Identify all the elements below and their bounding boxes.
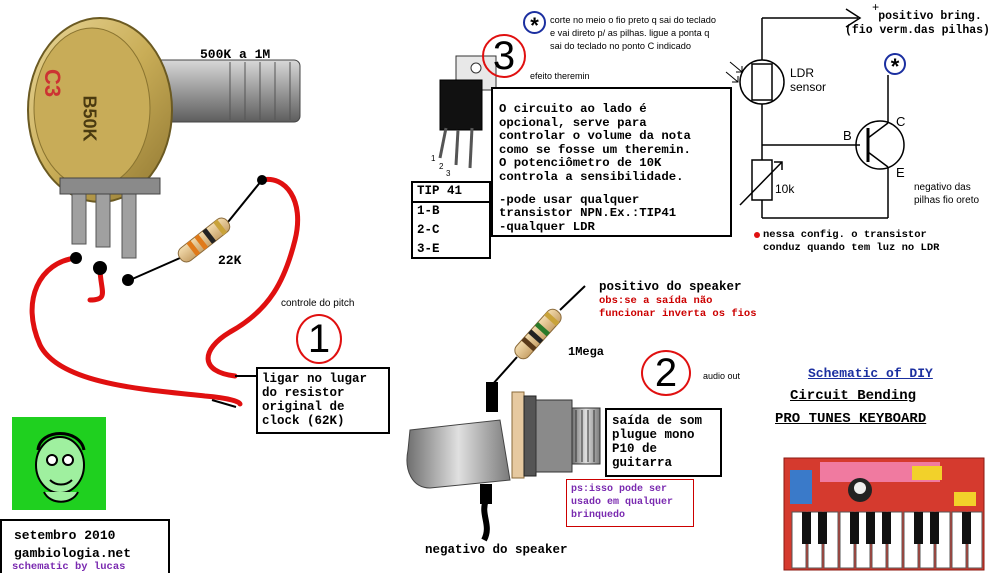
tip41-title: TIP 41 <box>413 183 489 203</box>
title-line-3: PRO TUNES KEYBOARD <box>775 411 927 427</box>
pot-10k-label: 10k <box>775 182 795 196</box>
positive-battery-line: positivo bring. <box>878 10 982 23</box>
pitch-note-box: ligar no lugar do resistor original de c… <box>256 367 390 434</box>
theremin-note-line: corte no meio o fio preto q sai do tecla… <box>550 15 716 25</box>
audio-jack-drawing <box>406 285 601 542</box>
ldr-label-line: sensor <box>790 80 827 94</box>
audio-out-box: saída de som plugue mono P10 de guitarra <box>605 408 722 477</box>
ps-note-line: usado em qualquer <box>571 497 674 508</box>
theremin-box-line: como se fosse um theremin. <box>499 142 691 157</box>
transistor-emitter-label: E <box>896 165 905 180</box>
star-marker-icon: * <box>523 11 546 36</box>
tip41-pin-2: 2 <box>439 162 444 171</box>
audio-out-line: P10 de <box>612 442 658 456</box>
audio-out-line: plugue mono <box>612 428 695 442</box>
ps-note-box: ps:isso pode ser usado em qualquer brinq… <box>566 479 694 527</box>
keyboard-photo <box>783 457 985 571</box>
plus-sign: + <box>872 1 880 15</box>
potentiometer-drawing <box>27 17 301 259</box>
pitch-note-line: ligar no lugar <box>262 372 368 386</box>
config-note-line: conduz quando tem luz no LDR <box>763 242 940 254</box>
title-link[interactable]: Schematic of DIY <box>808 366 933 381</box>
tip41-pin-3: 3 <box>446 169 451 178</box>
theremin-box-line: -pode usar qualquer <box>499 192 640 207</box>
negative-battery-label: negativo das pilhas fio oreto <box>914 181 979 207</box>
pot-mark-b50k: B50K <box>79 95 100 142</box>
ldr-schematic <box>725 8 905 219</box>
pot-value-label: 500K a 1M <box>200 47 271 62</box>
theremin-note-line: e vai direto p/ as pilhas. ligue a ponta… <box>550 28 710 38</box>
transistor-collector-label: C <box>896 114 906 129</box>
step-number-2: 2 <box>641 350 691 396</box>
ps-note-line: brinquedo <box>571 510 626 521</box>
speaker-positive-label: positivo do speaker <box>599 280 742 294</box>
tip41-pin-row: 2-C <box>417 223 440 237</box>
theremin-label: efeito theremin <box>530 71 590 81</box>
pitch-caption: controle do pitch <box>281 298 355 309</box>
theremin-box-line: O potenciômetro de 10K <box>499 156 662 171</box>
audio-out-line: guitarra <box>612 456 673 470</box>
credits-author: schematic by lucas <box>12 561 126 573</box>
theremin-note-line: sai do teclado no ponto C indicado <box>550 41 691 51</box>
pitch-note-line: do resistor <box>262 386 345 400</box>
speaker-negative-label: negativo do speaker <box>425 543 568 557</box>
theremin-box-line: controla a sensibilidade. <box>499 169 684 184</box>
pot-mark-c3: C3 <box>40 68 66 98</box>
audio-out-label: audio out <box>703 371 741 381</box>
speaker-obs-line: obs:se a saída não <box>599 295 713 307</box>
pitch-note-line: original de <box>262 400 345 414</box>
star-marker-icon: * <box>884 53 906 78</box>
theremin-box-line: O circuito ao lado é <box>499 102 647 116</box>
credits-site[interactable]: gambiologia.net <box>14 546 132 561</box>
positive-battery-line: (fio verm.das pilhas) <box>845 24 990 37</box>
config-note: nessa config. o transistor conduz quando… <box>763 229 939 255</box>
gambiologia-logo <box>12 417 106 510</box>
resistor-1mega-label: 1Mega <box>568 345 605 359</box>
resistor-22k-drawing <box>129 179 263 281</box>
tip41-pin-1: 1 <box>431 154 436 163</box>
theremin-box-line: -qualquer LDR <box>499 219 595 234</box>
audio-out-line: saída de som <box>612 414 703 428</box>
resistor-22k-label: 22K <box>218 253 242 268</box>
negative-battery-line: negativo das <box>914 182 971 193</box>
credits-date: setembro 2010 <box>14 528 116 543</box>
tip41-drawing <box>438 55 497 169</box>
theremin-box-line: opcional, serve para <box>499 115 647 130</box>
theremin-note: corte no meio o fio preto q sai do tecla… <box>550 14 716 53</box>
tip41-pinout-table: TIP 41 1-B 2-C 3-E <box>411 181 491 259</box>
transistor-base-label: B <box>843 128 852 143</box>
speaker-obs-line: funcionar inverta os fios <box>599 308 757 320</box>
step-number-1: 1 <box>296 314 342 364</box>
ps-note-line: ps:isso pode ser <box>571 484 668 495</box>
theremin-box-line: transistor NPN.Ex.:TIP41 <box>499 206 677 221</box>
ldr-label-line: LDR <box>790 66 815 80</box>
theremin-note-box: O circuito ao lado é opcional, serve par… <box>491 87 732 237</box>
ldr-label: LDR sensor <box>790 66 826 94</box>
pitch-note-line: clock (62K) <box>262 414 345 428</box>
tip41-pin-row: 3-E <box>417 242 440 256</box>
title-line-2: Circuit Bending <box>790 388 917 404</box>
positive-battery-label: positivo bring. (fio verm.das pilhas) <box>845 10 990 38</box>
step-number-3: 3 <box>482 34 526 78</box>
negative-battery-line: pilhas fio oreto <box>914 195 980 206</box>
credits-block: setembro 2010 gambiologia.net <box>0 519 170 573</box>
tip41-pin-row: 1-B <box>417 204 440 218</box>
theremin-box-line: controlar o volume da nota <box>499 129 691 144</box>
speaker-obs-note: obs:se a saída não funcionar inverta os … <box>599 295 757 321</box>
config-note-line: nessa config. o transistor <box>763 229 927 241</box>
bullet-icon <box>754 232 760 238</box>
